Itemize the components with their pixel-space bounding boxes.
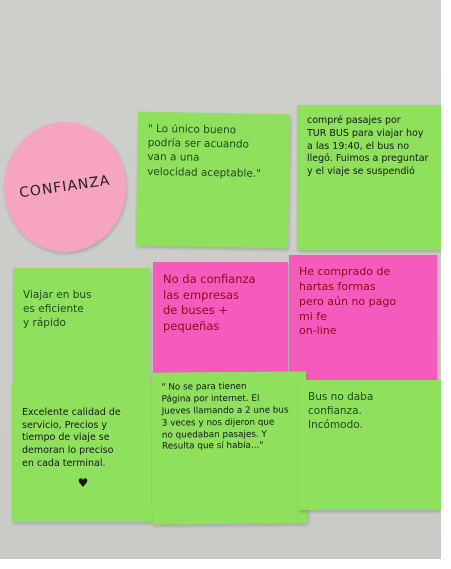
sticky-note-compre-pasajes: compré pasajes por TUR BUS para viajar h… — [297, 105, 445, 250]
sticky-note-bus-no-daba: Bus no daba confianza. Incómodo. — [298, 380, 441, 510]
sticky-note-viajar-en-bus: Viajar en bus es eficiente y rápido — [13, 268, 150, 388]
sticky-note-he-comprado: He comprado de hartas formas pero aún no… — [289, 255, 437, 387]
sticky-note-no-da-confianza: No da confianza las empresas de buses + … — [153, 262, 288, 374]
heart-doodle: ♥ — [77, 475, 89, 490]
sticky-note-excelente-calidad: Excelente calidad de servicio, Precios y… — [12, 384, 154, 522]
excelente-text: Excelente calidad de servicio, Precios y… — [22, 406, 121, 470]
sticky-note-no-se-para: " No se para tienen Página por internet.… — [151, 371, 308, 525]
confianza-circle-note: CONFIANZA — [4, 122, 126, 252]
confianza-label: CONFIANZA — [18, 172, 112, 202]
photo-border-bottom — [0, 559, 451, 569]
sticky-note-quote: " Lo único bueno podría ser acuando van … — [135, 111, 291, 249]
photo-border-right — [441, 0, 451, 569]
